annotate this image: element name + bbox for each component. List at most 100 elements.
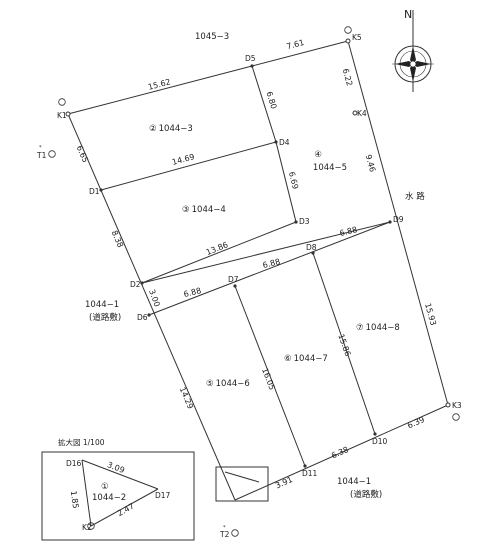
inset-lot-id: 1044−2 bbox=[92, 493, 126, 503]
line-k1-bottom bbox=[67, 113, 236, 501]
label-d5: D5 bbox=[245, 54, 256, 63]
inset-line-d17-k2 bbox=[90, 488, 159, 527]
adjacent-bottom-id: 1044−1 bbox=[337, 477, 371, 487]
line-d1-d4 bbox=[100, 141, 277, 191]
lot-4-id: 1044−5 bbox=[313, 163, 347, 173]
dist-d11-bottom: 3.91 bbox=[274, 475, 294, 490]
label-d7: D7 bbox=[228, 275, 239, 284]
marker-k1 bbox=[65, 111, 71, 117]
adjacent-top: 1045−3 bbox=[195, 32, 229, 42]
dist-d7-d8: 6.88 bbox=[262, 257, 281, 270]
line-d5-k5 bbox=[251, 40, 349, 67]
parcel-lines bbox=[67, 40, 449, 502]
marker-k3 bbox=[445, 402, 451, 408]
inset-frame bbox=[41, 451, 195, 541]
distance-labels: 15.62 7.61 6.22 9.46 6.80 6.69 14.69 6.6… bbox=[75, 38, 438, 490]
line-d2-d9 bbox=[141, 221, 391, 284]
inset-line-k2-d16 bbox=[81, 459, 92, 527]
marker-d1 bbox=[99, 188, 103, 192]
dist-k4-d9: 9.46 bbox=[364, 154, 377, 174]
inset-dist-d17-k2: 2.47 bbox=[116, 502, 136, 519]
inset-callout-line bbox=[224, 471, 260, 483]
marker-k5 bbox=[345, 38, 351, 44]
dist-d8-d9: 6.88 bbox=[339, 225, 358, 238]
inset-label-d16: D16 bbox=[66, 459, 82, 468]
line-d6-d9 bbox=[148, 221, 391, 316]
label-d8: D8 bbox=[306, 243, 317, 252]
line-d2-d3 bbox=[141, 221, 297, 284]
line-d4-d3 bbox=[275, 141, 297, 223]
label-d4: D4 bbox=[279, 138, 290, 147]
label-k1: K1 bbox=[57, 111, 67, 120]
marker-d8 bbox=[311, 251, 315, 255]
dist-d4-d3: 6.69 bbox=[287, 171, 300, 190]
dist-d10-d11: 6.38 bbox=[330, 445, 350, 460]
marker-d5 bbox=[250, 64, 254, 68]
inset-line-d16-d17 bbox=[81, 459, 159, 490]
label-d1: D1 bbox=[89, 187, 100, 196]
label-d10: D10 bbox=[372, 437, 388, 446]
label-d11: D11 bbox=[302, 469, 318, 478]
inset-callout-box bbox=[215, 466, 269, 502]
t1-control-icon bbox=[48, 150, 56, 158]
marker-d6 bbox=[147, 313, 151, 317]
line-bottom-k3 bbox=[234, 404, 449, 501]
line-k5-k3 bbox=[347, 40, 449, 406]
label-d9: D9 bbox=[393, 215, 404, 224]
k5-control-icon bbox=[344, 26, 352, 34]
adjacent-left-note: (道路敷) bbox=[89, 312, 121, 323]
inset-label-k2: K2 bbox=[82, 523, 92, 532]
label-k4: K4 bbox=[357, 109, 367, 118]
inset-title: 拡大図 1/100 bbox=[58, 437, 105, 447]
dist-k5-k4: 6.22 bbox=[341, 68, 354, 88]
t1-mark-icon: * bbox=[39, 145, 42, 151]
marker-d4 bbox=[274, 140, 278, 144]
adjacent-left-id: 1044−1 bbox=[85, 300, 119, 310]
adjacent-labels: 1045−3 1044−1 (道路敷) 1044−1 (道路敷) 水 路 bbox=[85, 32, 425, 500]
marker-d3 bbox=[294, 220, 298, 224]
k1-control-icon bbox=[58, 98, 66, 106]
t2-mark-icon: * bbox=[223, 525, 226, 531]
dist-d5-k5: 7.61 bbox=[286, 38, 306, 51]
north-label: N bbox=[404, 8, 412, 21]
compass-rose-icon bbox=[392, 43, 434, 85]
dist-d2-d6: 3.00 bbox=[147, 288, 162, 308]
marker-d10 bbox=[373, 432, 377, 436]
label-d2: D2 bbox=[130, 280, 141, 289]
dist-k1-d1: 6.65 bbox=[75, 144, 90, 164]
point-markers bbox=[65, 38, 451, 468]
dist-d7-d11: 16.05 bbox=[260, 367, 277, 392]
label-t1: T1 bbox=[36, 151, 47, 160]
marker-d11 bbox=[303, 464, 307, 468]
lot-4-number: ④ bbox=[314, 150, 322, 160]
inset-dist-k2-d16: 1.85 bbox=[69, 490, 80, 509]
dist-k3-d10: 6.39 bbox=[406, 415, 426, 430]
line-d8-d10 bbox=[312, 252, 376, 435]
adjacent-bottom-note: (道路敷) bbox=[350, 489, 382, 500]
point-labels: K1 K5 K4 K3 T1 T2 D5 D4 D3 D1 D2 D6 D7 D… bbox=[36, 33, 462, 539]
label-k5: K5 bbox=[352, 33, 362, 42]
waterway-label: 水 路 bbox=[405, 191, 425, 202]
line-d5-d4 bbox=[251, 65, 277, 143]
marker-d9 bbox=[388, 220, 392, 224]
label-k3: K3 bbox=[452, 401, 462, 410]
label-d6: D6 bbox=[137, 313, 148, 322]
dist-d5-d4: 6.80 bbox=[264, 90, 278, 110]
line-k1-d5 bbox=[67, 65, 253, 115]
dist-d1-d2: 8.38 bbox=[110, 229, 125, 249]
marker-d7 bbox=[233, 284, 237, 288]
marker-d2 bbox=[140, 281, 144, 285]
label-t2: T2 bbox=[219, 530, 230, 539]
dist-d8-d10: 15.86 bbox=[336, 333, 352, 358]
marker-k4 bbox=[352, 110, 358, 116]
k3-control-icon bbox=[452, 413, 460, 421]
inset-panel: 拡大図 1/100 D16 D17 K2 3.09 2.47 1.85 ① 10… bbox=[41, 437, 195, 541]
